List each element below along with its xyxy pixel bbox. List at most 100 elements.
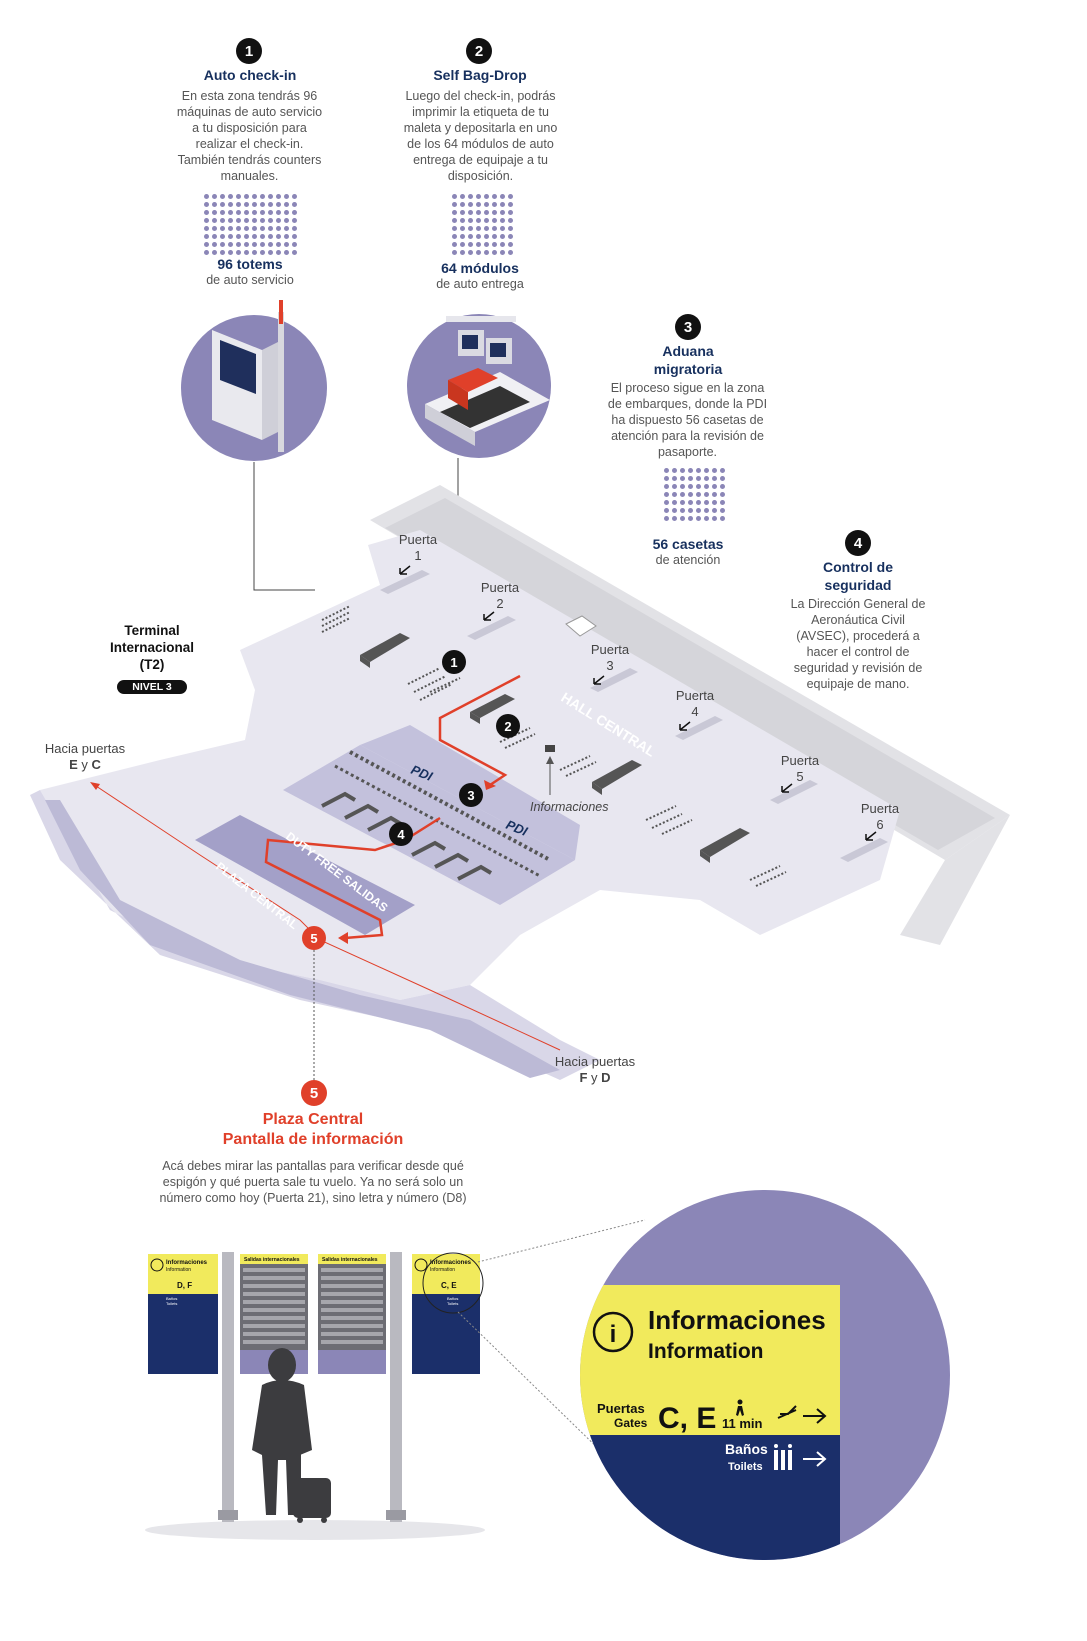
svg-text:Baños: Baños <box>725 1441 768 1457</box>
zoomed-sign-circle: i Informaciones Information Puertas Gate… <box>580 1190 950 1560</box>
unit-dot <box>508 210 513 215</box>
unit-dot <box>244 226 249 231</box>
unit-dot <box>508 218 513 223</box>
unit-dot <box>236 210 241 215</box>
unit-dot <box>452 234 457 239</box>
step-2-stat-value: 64 módulos <box>441 260 519 276</box>
unit-dot <box>500 226 505 231</box>
svg-text:5: 5 <box>310 931 317 946</box>
unit-dot <box>260 234 265 239</box>
pole-left <box>222 1252 234 1522</box>
unit-dot <box>492 210 497 215</box>
unit-dot <box>284 234 289 239</box>
towards-fd-gate-a: F <box>579 1070 588 1085</box>
terminal-label-line2: Internacional <box>109 640 195 655</box>
level-badge: NIVEL 3 <box>117 680 187 694</box>
unit-dot <box>664 500 669 505</box>
unit-dot <box>292 210 297 215</box>
unit-dot <box>460 210 465 215</box>
unit-dot <box>276 194 281 199</box>
unit-dot <box>688 508 693 513</box>
unit-dot <box>460 194 465 199</box>
unit-dot <box>268 218 273 223</box>
plane-departure-icon <box>777 1405 797 1419</box>
unit-dot <box>508 242 513 247</box>
unit-dot <box>244 202 249 207</box>
unit-dot <box>476 226 481 231</box>
unit-dot <box>220 234 225 239</box>
unit-dot <box>252 202 257 207</box>
unit-dot <box>468 250 473 255</box>
unit-dot <box>268 202 273 207</box>
unit-dot <box>268 226 273 231</box>
unit-dot <box>292 202 297 207</box>
unit-dot <box>508 250 513 255</box>
unit-dot <box>452 194 457 199</box>
unit-dot <box>460 242 465 247</box>
step-1-title: Auto check-in <box>203 67 297 83</box>
svg-text:2: 2 <box>504 719 511 734</box>
gate-1-word: Puerta <box>398 532 438 547</box>
unit-dot <box>212 242 217 247</box>
unit-dot <box>712 508 717 513</box>
access-road <box>370 485 1010 945</box>
map-badge-4: 4 <box>389 822 413 846</box>
unit-dot <box>276 226 281 231</box>
unit-dot <box>236 218 241 223</box>
gate-1-number: 1 <box>414 548 422 563</box>
unit-dot <box>244 242 249 247</box>
unit-dot <box>220 242 225 247</box>
unit-dot <box>260 242 265 247</box>
svg-text:i: i <box>610 1321 617 1348</box>
svg-text:Informaciones: Informaciones <box>166 1260 208 1266</box>
unit-dot <box>720 476 725 481</box>
gate-4-number: 4 <box>691 704 699 719</box>
unit-dot <box>696 476 701 481</box>
step-3-stat-label: de atención <box>655 553 721 567</box>
unit-dot <box>452 218 457 223</box>
unit-dot <box>276 250 281 255</box>
unit-dot <box>696 508 701 513</box>
unit-dot <box>680 516 685 521</box>
unit-dot <box>220 210 225 215</box>
module-dot-grid <box>452 194 513 255</box>
step-4-description: La Dirección General de Aeronáutica Civi… <box>790 597 926 691</box>
svg-text:Baños: Baños <box>447 1296 458 1301</box>
unit-dot <box>252 194 257 199</box>
svg-text:Toilets: Toilets <box>447 1301 458 1306</box>
unit-dot <box>484 218 489 223</box>
unit-dot <box>720 508 725 513</box>
step-1-badge: 1 <box>236 38 262 64</box>
departures-board-right: Salidas internacionales <box>318 1254 386 1374</box>
svg-text:Information: Information <box>648 1340 764 1363</box>
unit-dot <box>460 218 465 223</box>
unit-dot <box>664 492 669 497</box>
gate-3-number: 3 <box>606 658 614 673</box>
unit-dot <box>680 492 685 497</box>
gate-2-number: 2 <box>496 596 504 611</box>
unit-dot <box>236 226 241 231</box>
unit-dot <box>696 468 701 473</box>
svg-text:Informaciones: Informaciones <box>430 1260 472 1266</box>
unit-dot <box>276 234 281 239</box>
gate-6-word: Puerta <box>860 801 900 816</box>
unit-dot <box>468 234 473 239</box>
unit-dot <box>212 234 217 239</box>
unit-dot <box>704 508 709 513</box>
map-badge-5: 5 <box>302 926 326 950</box>
unit-dot <box>212 218 217 223</box>
unit-dot <box>672 508 677 513</box>
unit-dot <box>468 242 473 247</box>
unit-dot <box>276 210 281 215</box>
unit-dot <box>276 218 281 223</box>
gate-markers <box>380 570 888 862</box>
unit-dot <box>484 250 489 255</box>
unit-dot <box>492 202 497 207</box>
towards-fd-gate-b: D <box>601 1070 611 1085</box>
totem-dot-grid <box>204 194 297 255</box>
unit-dot <box>476 234 481 239</box>
svg-text:Toilets: Toilets <box>728 1461 763 1473</box>
unit-dot <box>292 226 297 231</box>
step-3-description: El proceso sigue en la zona de embarques… <box>607 381 768 459</box>
